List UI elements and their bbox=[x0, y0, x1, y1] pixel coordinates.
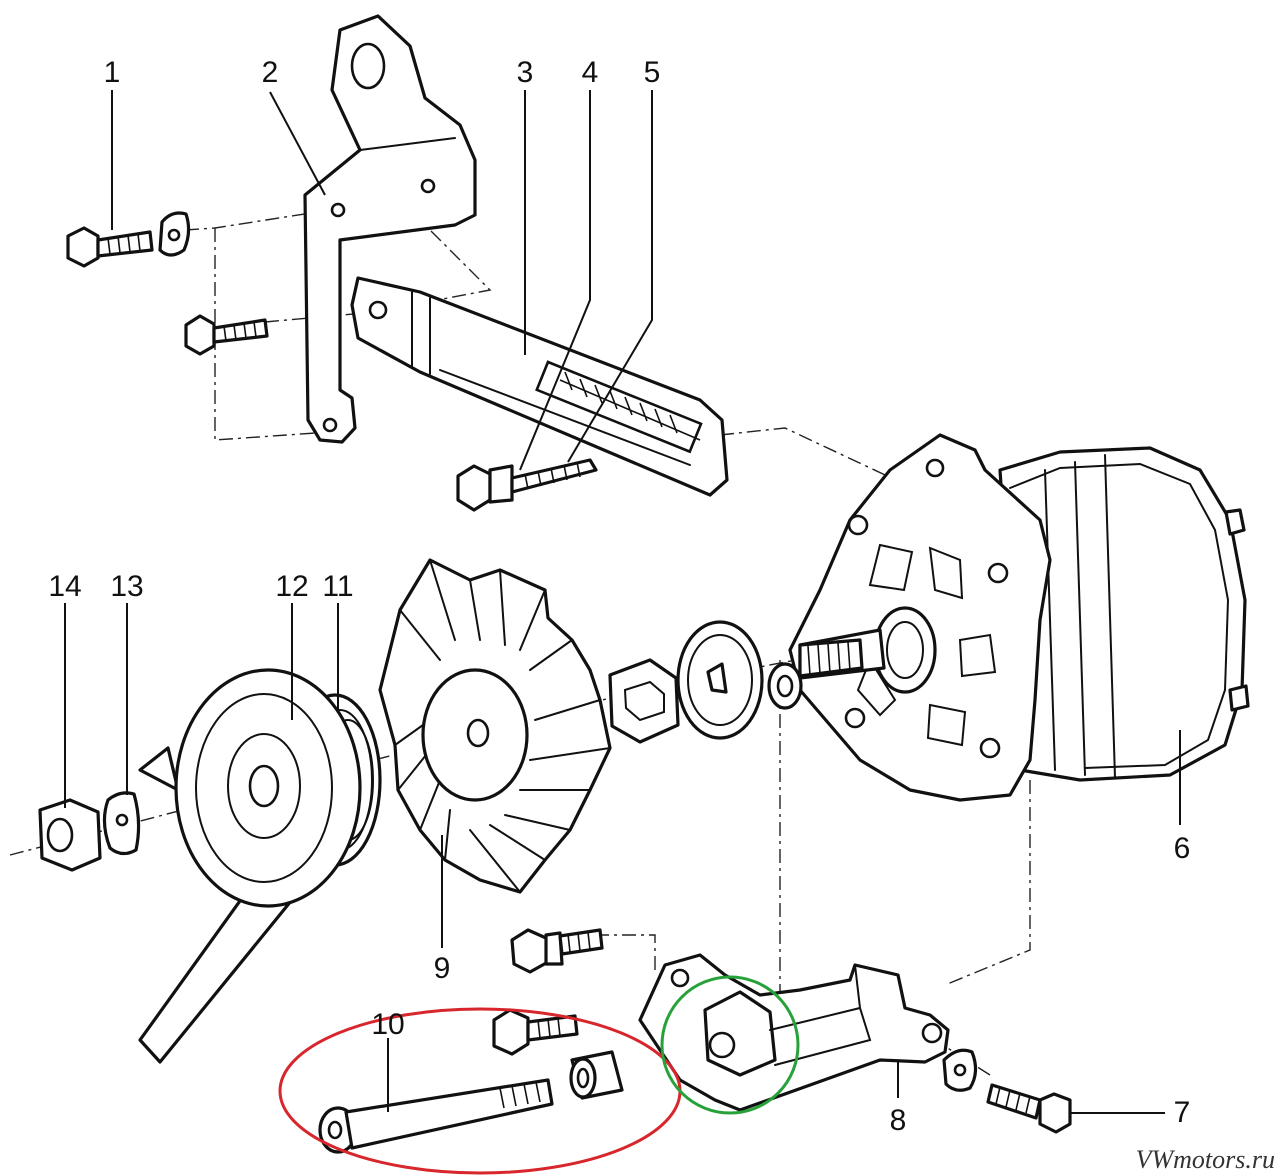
leader-lines bbox=[64, 90, 1181, 1114]
label-1: 1 bbox=[104, 56, 121, 89]
label-5: 5 bbox=[644, 56, 661, 89]
bolt-7 bbox=[942, 1048, 1072, 1134]
label-4: 4 bbox=[582, 56, 599, 89]
label-10: 10 bbox=[371, 1008, 404, 1041]
lower-bracket bbox=[638, 953, 950, 1112]
lower-short-bolt bbox=[492, 1008, 579, 1056]
label-9: 9 bbox=[434, 952, 451, 985]
mount-stud bbox=[510, 928, 604, 974]
label-7: 7 bbox=[1174, 1096, 1191, 1129]
pulley-nut-14 bbox=[38, 798, 102, 872]
label-12: 12 bbox=[275, 570, 308, 603]
label-8: 8 bbox=[890, 1104, 907, 1137]
alternator bbox=[788, 433, 1250, 802]
label-2: 2 bbox=[262, 56, 279, 89]
label-13: 13 bbox=[110, 570, 143, 603]
tension-strap bbox=[350, 276, 729, 497]
bushing bbox=[569, 1050, 624, 1100]
label-14: 14 bbox=[48, 570, 81, 603]
spring-washer-13 bbox=[102, 791, 141, 856]
shaft-spacer bbox=[767, 662, 803, 710]
thrust-washer bbox=[676, 620, 764, 740]
strap-bolt bbox=[456, 458, 598, 512]
mounting-bracket bbox=[303, 14, 477, 444]
label-6: 6 bbox=[1174, 832, 1191, 865]
through-bolt-10 bbox=[318, 1078, 554, 1154]
label-3: 3 bbox=[517, 56, 534, 89]
part-labels: 1 2 3 4 5 6 7 8 9 10 11 12 13 14 bbox=[48, 56, 1190, 1137]
watermark: VWmotors.ru bbox=[1136, 1145, 1275, 1174]
label-11: 11 bbox=[322, 570, 353, 603]
bolt-bracket-lower bbox=[184, 314, 269, 356]
green-highlight-ring bbox=[660, 975, 800, 1115]
cooling-fan bbox=[378, 558, 612, 894]
pulley bbox=[174, 668, 382, 908]
shaft-nut bbox=[608, 658, 680, 744]
bolt-1 bbox=[66, 211, 191, 268]
